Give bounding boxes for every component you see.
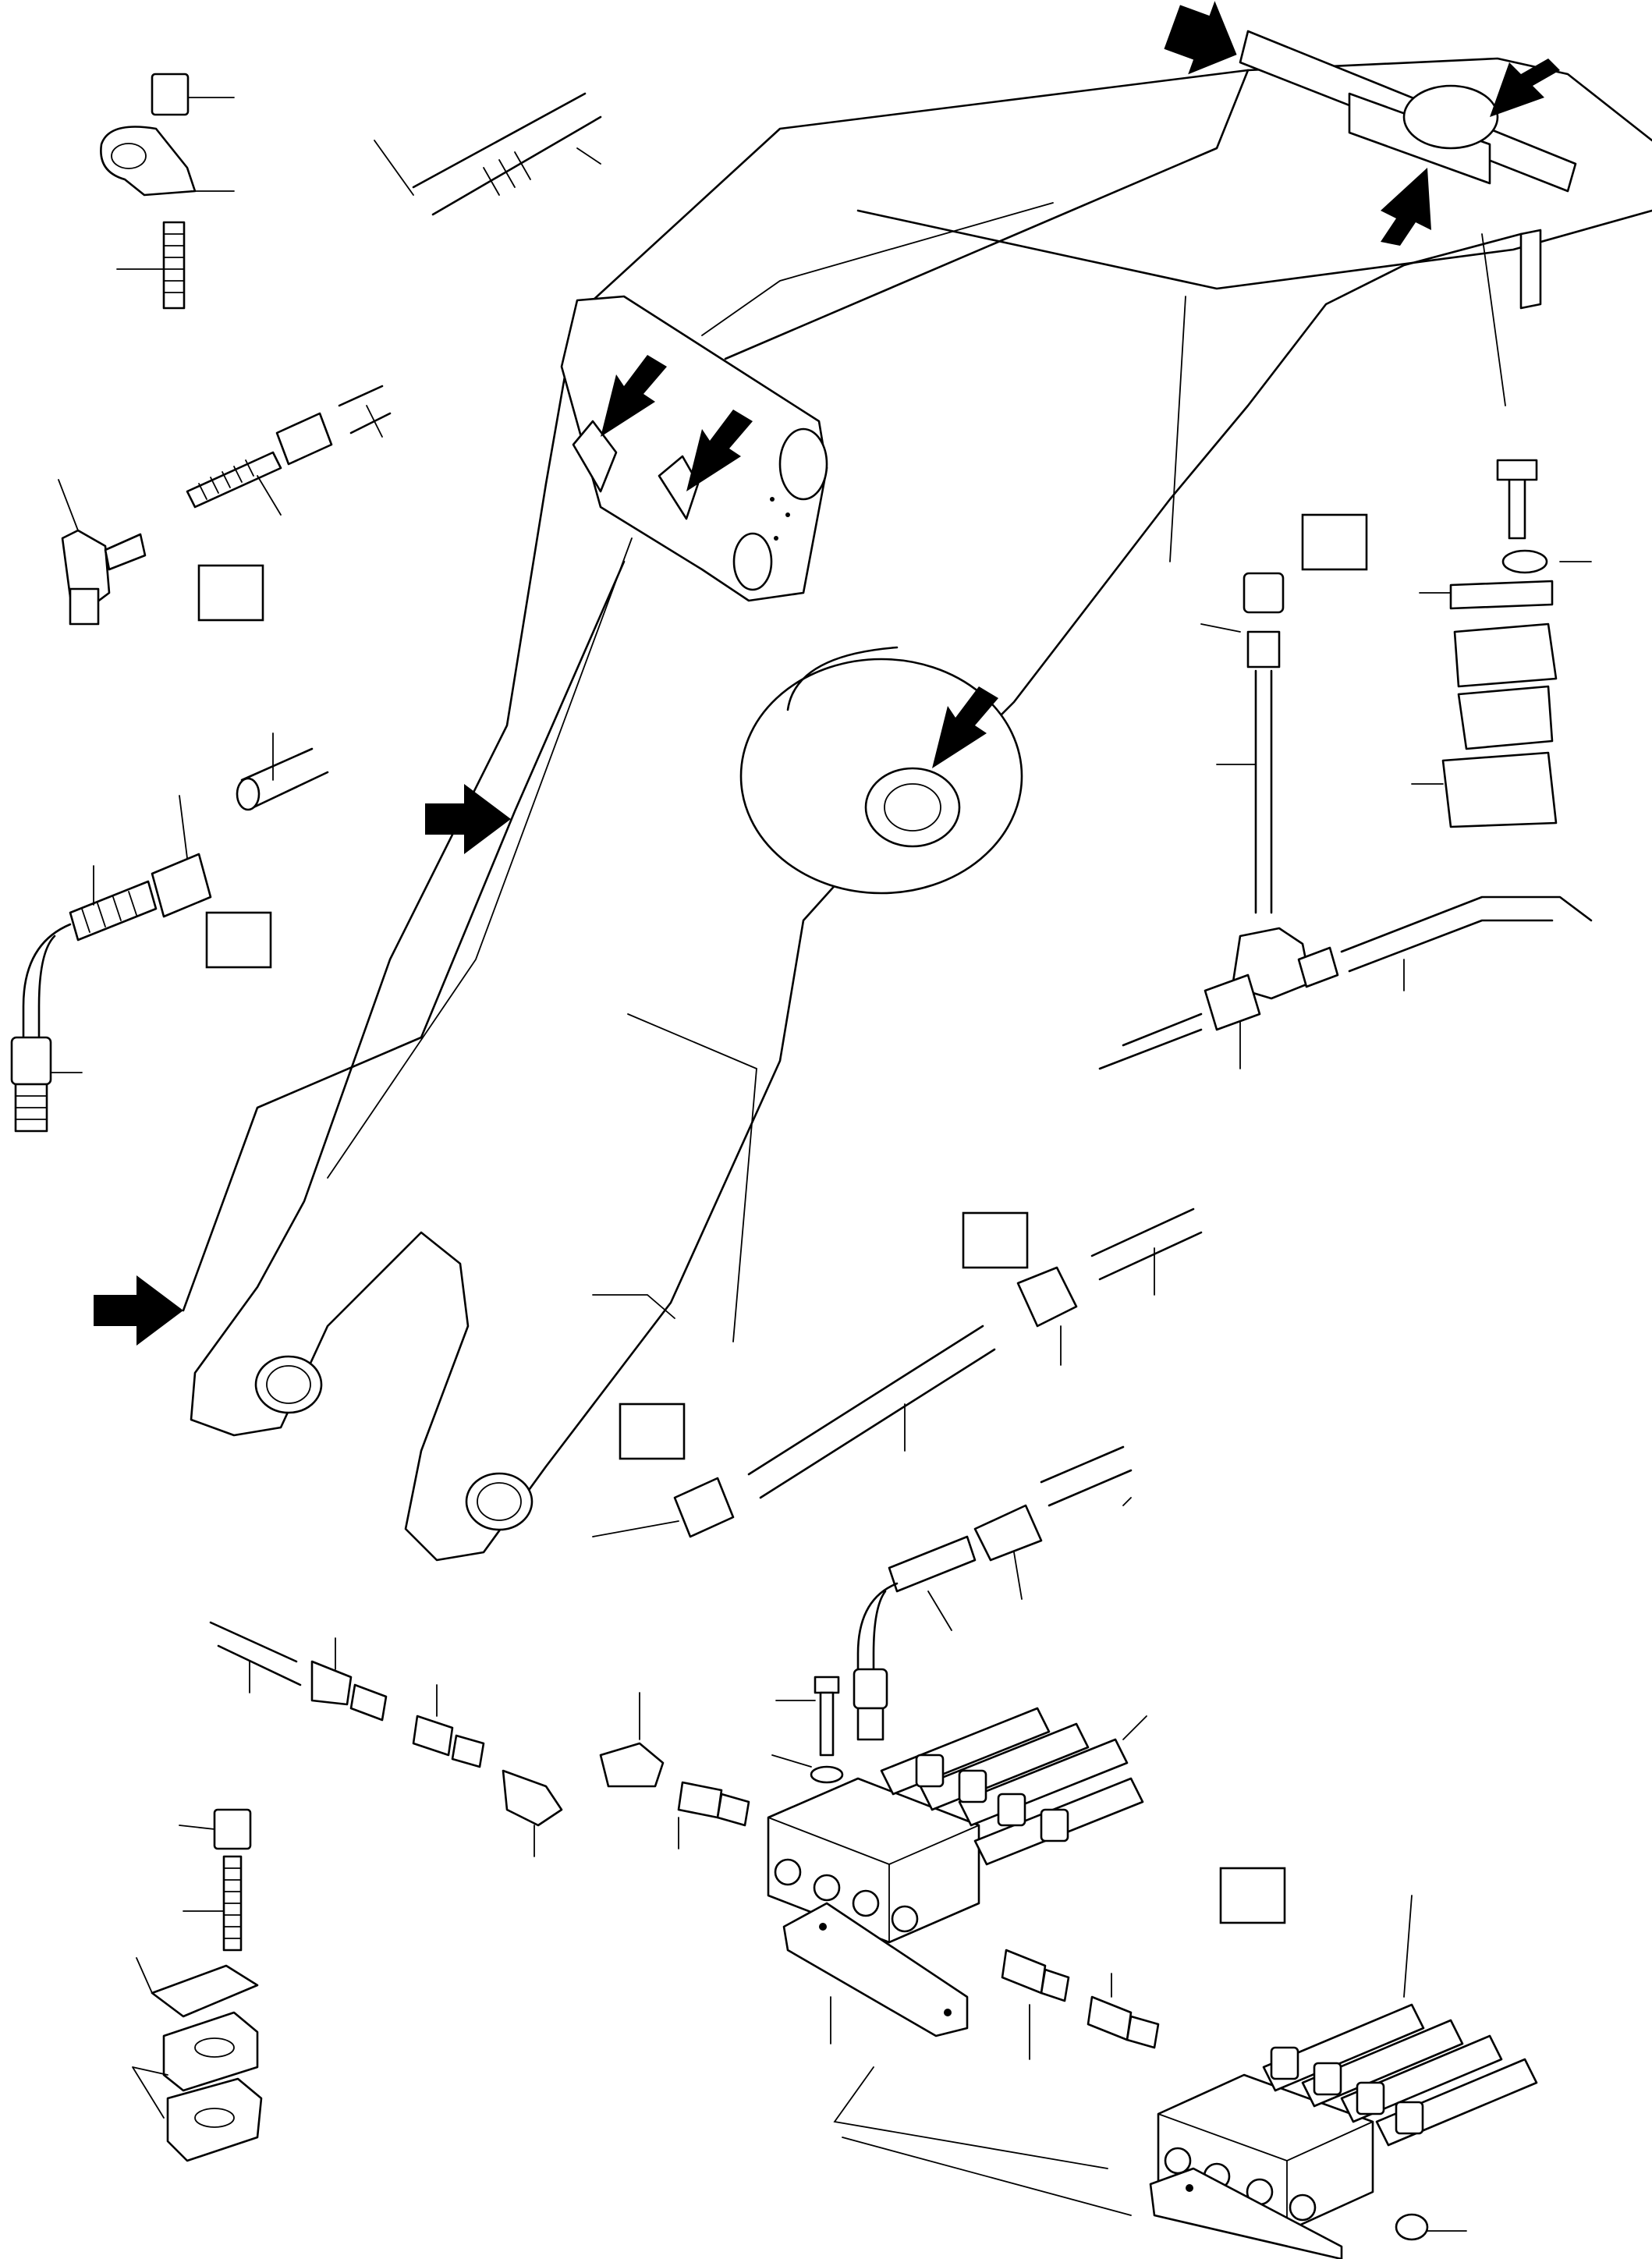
manifold-main bbox=[767, 1707, 1147, 1944]
fitting-chain-lower-left bbox=[209, 1621, 750, 1857]
arrow-b1-icon bbox=[601, 355, 667, 437]
hose-top bbox=[374, 92, 602, 216]
detail-box-b bbox=[205, 911, 272, 969]
manifold-bolt bbox=[771, 1676, 844, 1784]
detail-b-hose bbox=[10, 732, 329, 1133]
arrow-b3-icon bbox=[932, 686, 998, 768]
manifold-supply-hose bbox=[853, 1445, 1133, 1741]
arrow-e-icon bbox=[425, 784, 511, 854]
detail-e-f-tubes bbox=[592, 1208, 1203, 1538]
detail-box-e bbox=[962, 1211, 1029, 1269]
detail-box-d bbox=[1219, 1867, 1286, 1924]
detail-box-c bbox=[1301, 513, 1368, 571]
detail-box-f bbox=[619, 1403, 686, 1460]
detail-box-a bbox=[197, 564, 264, 622]
arrow-a-icon bbox=[1490, 59, 1560, 117]
clamp-assembly-top-left bbox=[100, 73, 235, 310]
detail-c-clamp bbox=[1411, 459, 1592, 828]
manifold-connector bbox=[1001, 1949, 1160, 2060]
clamp-assembly-lower-left bbox=[132, 1808, 263, 2162]
detail-c-fittings bbox=[1098, 572, 1593, 1070]
callout-arrows bbox=[94, 1, 1560, 1346]
arrow-f-icon bbox=[94, 1275, 183, 1346]
arrow-b2-icon bbox=[686, 410, 753, 491]
arrow-d-icon bbox=[1381, 168, 1431, 246]
boom-assembly bbox=[182, 30, 1652, 1562]
manifold-plate-secondary bbox=[1149, 2167, 1343, 2259]
manifold-plate bbox=[782, 1902, 1132, 2216]
arrow-c-icon bbox=[1164, 1, 1237, 75]
detail-a-fitting bbox=[58, 385, 392, 626]
